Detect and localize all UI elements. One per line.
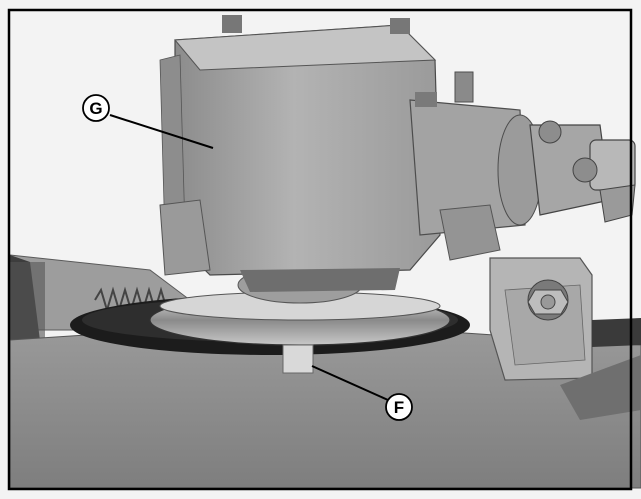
callout-f: F [311, 365, 413, 421]
input-shaft-housing [409, 71, 543, 261]
callout-g-circle [82, 94, 110, 122]
callout-f-circle [385, 393, 413, 421]
callout-f-label: F [394, 398, 404, 417]
spring [94, 286, 174, 314]
callout-g: G [82, 94, 214, 149]
callout-f-leader [311, 365, 389, 401]
figure-frame [7, 8, 633, 491]
callout-g-leader [109, 114, 214, 149]
right-bracket [489, 257, 593, 381]
callout-g-label: G [89, 99, 102, 118]
spindle-shaft [282, 344, 314, 374]
u-joint [529, 120, 636, 223]
gearbox [159, 15, 441, 292]
right-rail [560, 318, 641, 420]
